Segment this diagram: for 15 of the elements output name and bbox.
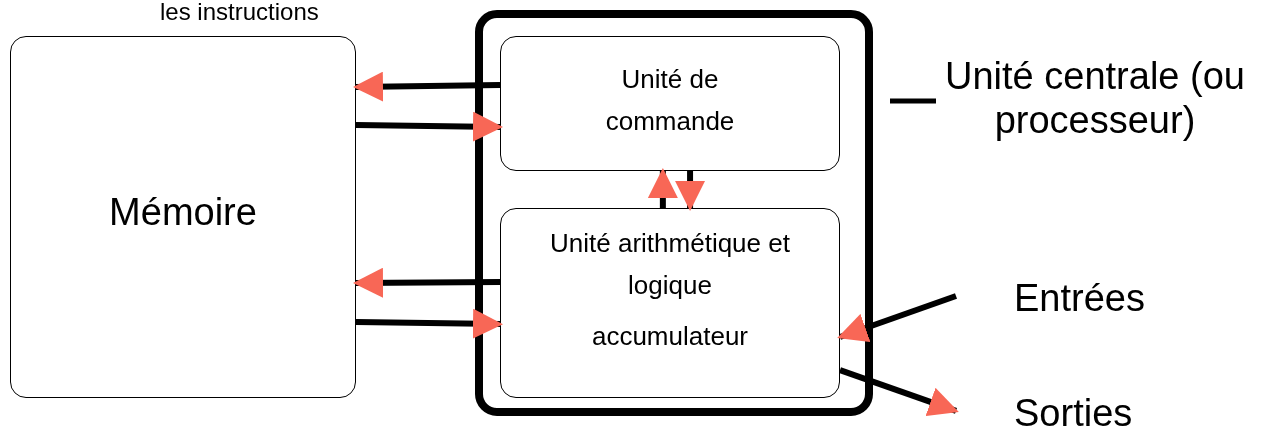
heading-text: Unité centrale (ou processeur) [944,54,1246,142]
alu-box: Unité arithmétique et logique accumulateur [500,208,840,398]
arrow [675,171,706,211]
arrow [839,367,959,417]
inputs-label: Entrées [1013,276,1146,320]
note-text: les instructions [160,0,319,25]
arrow [353,267,501,298]
memory-box: Mémoire [10,36,356,398]
arrow [837,293,957,343]
arrow [355,308,503,339]
arrow [647,168,678,208]
arrow [355,111,503,142]
control-unit-box: Unité de commande [500,36,840,171]
arrow [353,71,501,102]
outputs-label: Sorties [1013,391,1134,429]
